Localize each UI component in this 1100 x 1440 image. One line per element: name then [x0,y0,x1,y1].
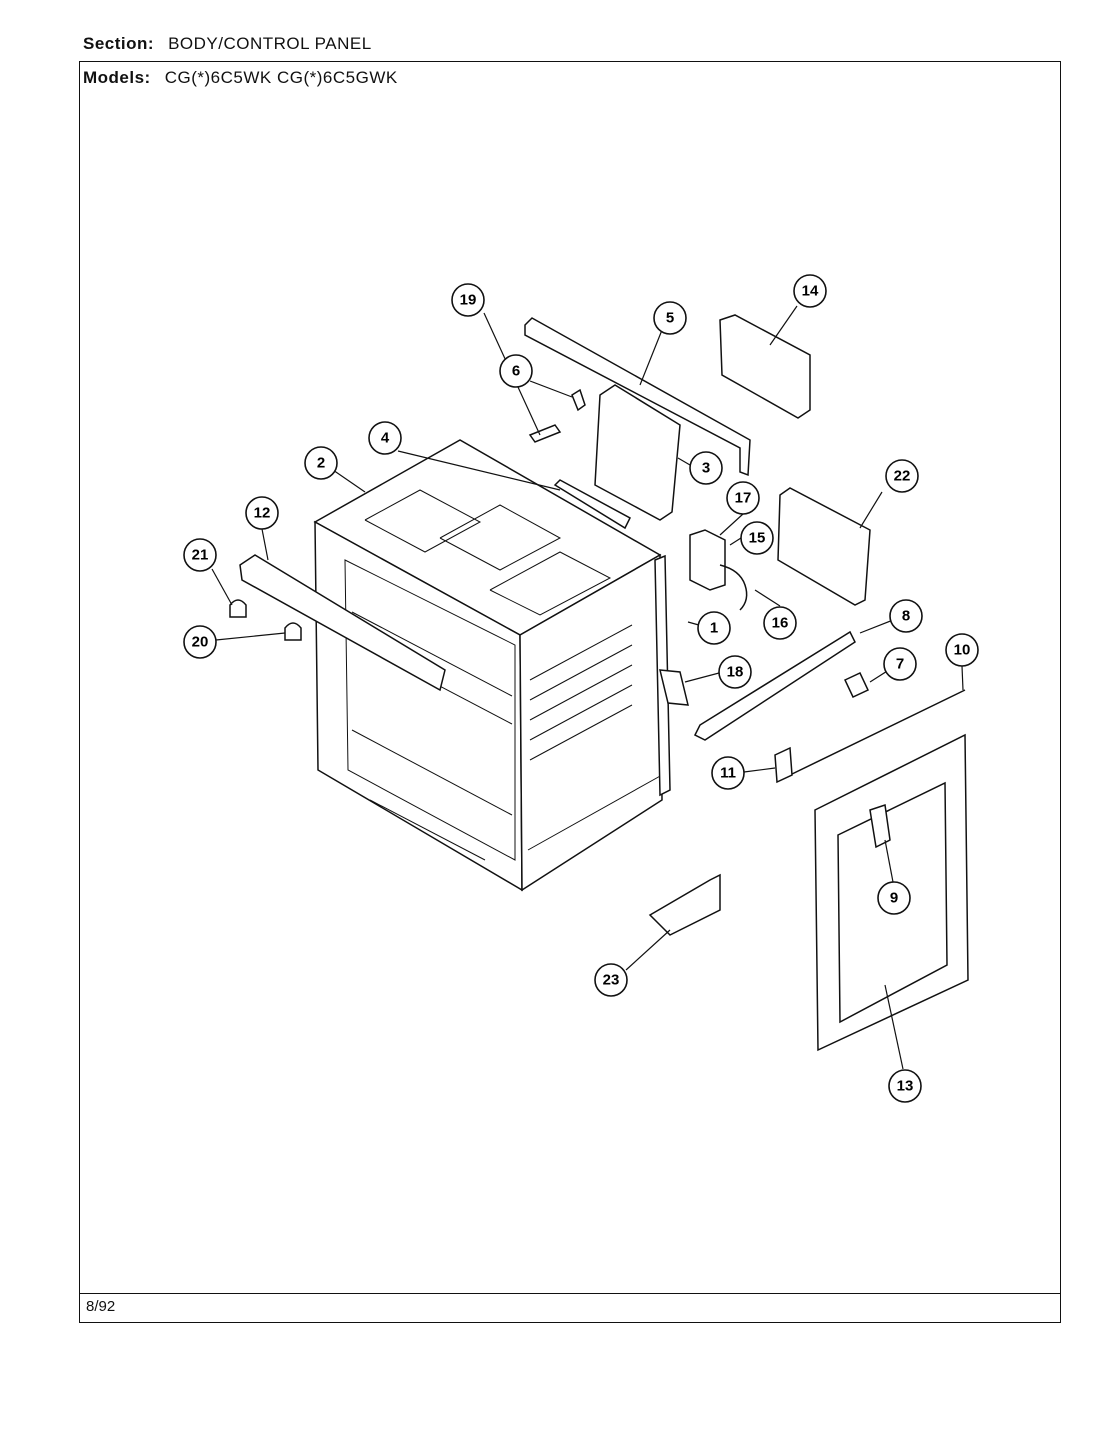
callout-7: 7 [883,647,917,681]
wire-part [719,564,748,611]
knob-part-20 [284,622,302,641]
callout-16: 16 [763,606,797,640]
section-label: Section: [83,34,155,53]
callout-8: 8 [889,599,923,633]
callout-1: 1 [697,611,731,645]
callout-2: 2 [304,446,338,480]
callout-label: 8 [902,608,910,625]
section-line: Section: BODY/CONTROL PANEL [83,34,372,54]
callout-14: 14 [793,274,827,308]
callout-label: 15 [749,530,766,547]
callout-label: 5 [666,310,674,327]
plate-part-7 [844,672,869,698]
footer-date: 8/92 [86,1298,116,1315]
transformer-part [689,529,726,591]
callout-label: 11 [720,765,736,782]
callout-4: 4 [368,421,402,455]
callout-label: 12 [254,505,271,522]
callout-label: 23 [603,972,620,989]
callout-20: 20 [183,625,217,659]
section-value: BODY/CONTROL PANEL [168,34,372,53]
top-rail-part [524,317,751,477]
lower-trim-part [693,630,856,741]
hinge-part [659,669,689,706]
bracket-part-6 [571,388,586,412]
callout-6: 6 [499,354,533,388]
callout-label: 6 [512,363,520,380]
clip-part [774,746,793,784]
callout-label: 13 [897,1078,914,1095]
rod-part [789,689,966,776]
callout-12: 12 [245,496,279,530]
callout-17: 17 [726,481,760,515]
callout-3: 3 [689,451,723,485]
callout-11: 11 [711,756,745,790]
callout-label: 4 [381,430,390,447]
bracket-part-4 [553,479,631,530]
models-value: CG(*)6C5WK CG(*)6C5GWK [164,68,398,87]
front-rail-part [239,554,446,692]
knob-part-21 [229,599,247,618]
callout-label: 22 [894,468,911,485]
models-line: Models: CG(*)6C5WK CG(*)6C5GWK [83,68,398,88]
door-bracket-part [869,804,891,849]
diagram-frame [79,61,1061,1323]
callout-label: 19 [460,292,477,309]
back-panel-part [719,314,811,419]
callout-label: 14 [802,283,819,300]
models-label: Models: [83,68,151,87]
callout-19: 19 [451,283,485,317]
callout-23: 23 [594,963,628,997]
callout-9: 9 [877,881,911,915]
callout-label: 9 [890,890,898,907]
callout-label: 10 [954,642,971,659]
callout-label: 2 [317,455,325,472]
callout-label: 18 [727,664,744,681]
bottom-bracket-part [648,873,721,936]
callout-label: 21 [192,547,209,564]
bracket-part-19 [528,424,562,443]
callout-5: 5 [653,301,687,335]
footer-rule [79,1293,1061,1294]
callout-15: 15 [740,521,774,555]
box-cover-part [777,487,871,606]
callout-10: 10 [945,633,979,667]
callout-13: 13 [888,1069,922,1103]
callout-label: 17 [735,490,752,507]
callout-label: 20 [192,634,209,651]
callout-22: 22 [885,459,919,493]
callout-label: 1 [710,620,718,637]
callout-label: 16 [772,615,789,632]
callout-21: 21 [183,538,217,572]
vent-panel-part [594,384,681,521]
callout-label: 3 [702,460,710,477]
callout-18: 18 [718,655,752,689]
callout-label: 7 [896,656,904,673]
